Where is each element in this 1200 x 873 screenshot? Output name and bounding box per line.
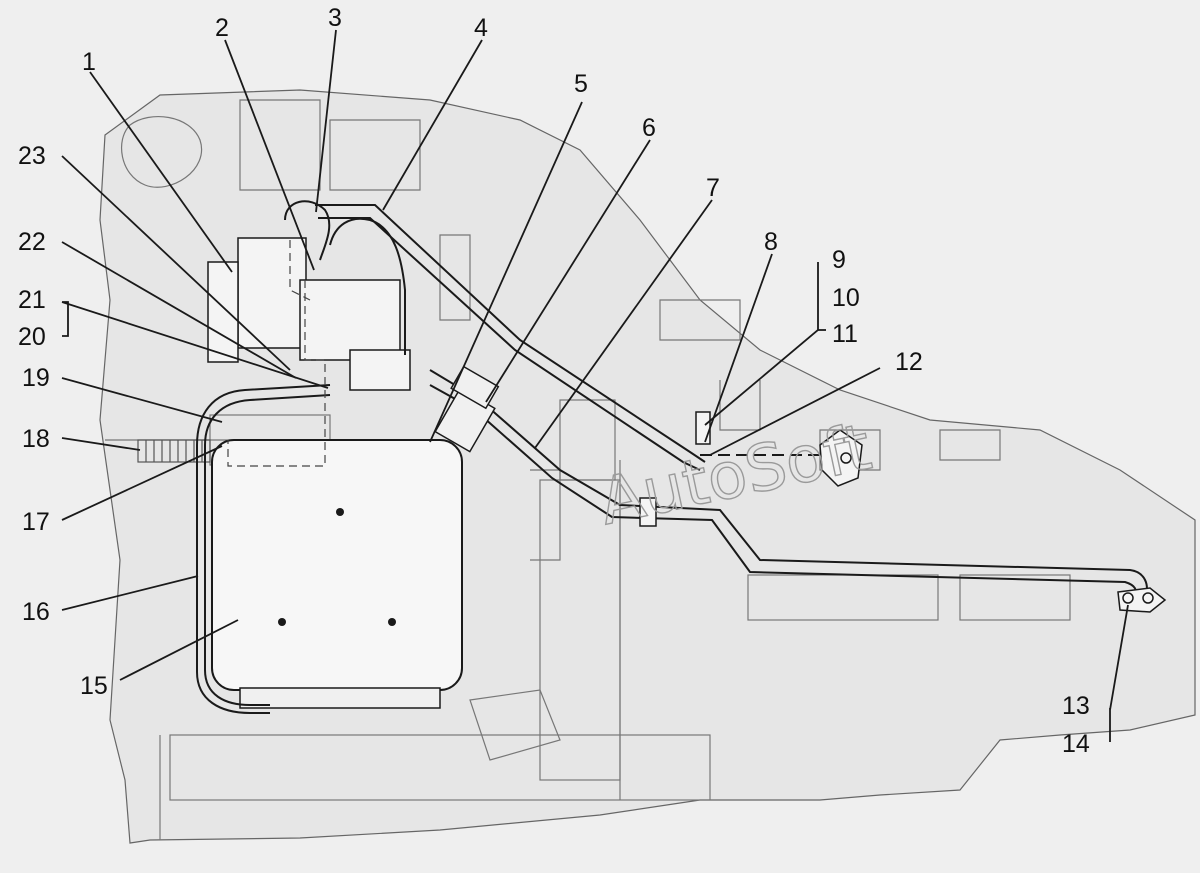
leader-line-6 (485, 139, 651, 403)
grille-pad (137, 439, 211, 463)
callout-18: 18 (22, 425, 50, 453)
callout-10: 10 (832, 284, 860, 312)
callout-4: 4 (474, 14, 488, 42)
leader-line-bracket-13-14 (1109, 604, 1129, 742)
callout-20: 20 (18, 323, 46, 351)
leader-line-4 (382, 39, 483, 211)
pipe-lines (196, 200, 1148, 714)
callout-14: 14 (1062, 730, 1090, 758)
callout-19: 19 (22, 364, 50, 392)
callout-16: 16 (22, 598, 50, 626)
callout-7: 7 (706, 174, 720, 202)
leader-line-18 (61, 437, 141, 451)
leader-line-5 (429, 101, 583, 443)
leader-line-7 (534, 199, 713, 449)
connectors (639, 411, 1167, 613)
callout-3: 3 (328, 4, 342, 32)
callout-17: 17 (22, 508, 50, 536)
leader-line-19 (61, 377, 223, 423)
callout-9: 9 (832, 246, 846, 274)
callout-23: 23 (18, 142, 46, 170)
leader-line-15 (119, 619, 239, 681)
leader-line-2 (224, 39, 315, 271)
callout-21: 21 (18, 286, 46, 314)
callout-22: 22 (18, 228, 46, 256)
leader-line-22 (61, 241, 297, 379)
leader-line-12 (709, 367, 881, 456)
leader-lines (61, 29, 1129, 742)
callout-2: 2 (215, 14, 229, 42)
heater-block (207, 237, 411, 391)
callout-8: 8 (764, 228, 778, 256)
callout-1: 1 (82, 48, 96, 76)
leader-line-16 (61, 575, 199, 611)
fuel-tank (211, 439, 463, 709)
callout-13: 13 (1062, 692, 1090, 720)
leader-line-bracket-20-21 (61, 301, 329, 389)
hidden-lines (227, 240, 326, 467)
leader-line-23 (61, 155, 291, 371)
callout-15: 15 (80, 672, 108, 700)
callout-5: 5 (574, 70, 588, 98)
leader-line-17 (61, 445, 223, 521)
leader-line-8 (704, 253, 773, 443)
callout-numbers: 1 2 3 4 5 6 7 8 9 10 11 12 13 14 15 16 1… (18, 4, 1090, 758)
filter-element (434, 365, 500, 453)
callout-11: 11 (832, 320, 858, 348)
callout-12: 12 (895, 348, 923, 376)
leader-line-1 (89, 71, 233, 273)
leader-line-3 (315, 29, 337, 213)
callout-6: 6 (642, 114, 656, 142)
